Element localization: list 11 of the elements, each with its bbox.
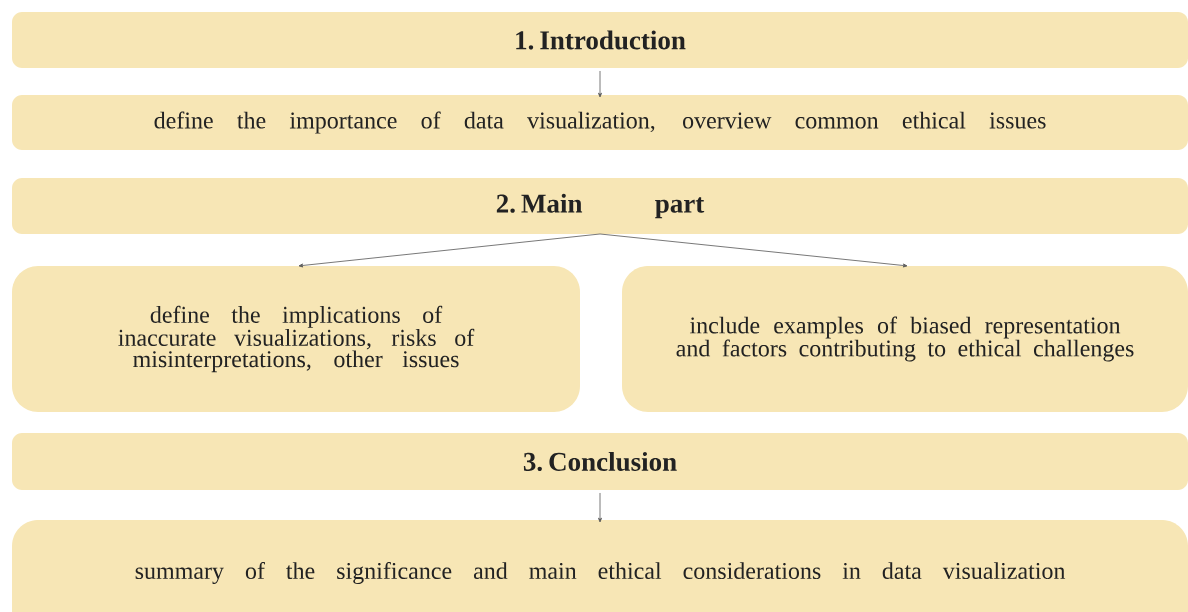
process-box: include examples of biased representation and factors contributing to ethical challenges [622,266,1188,412]
arrow [598,492,602,523]
arrow [298,233,601,268]
process-box: summary of the significance and main ethical considerations in data visualization [12,520,1188,612]
heading-band: 2. Main part [12,178,1188,234]
arrow [599,233,908,268]
arrow [598,70,602,98]
process-box: define the importance of data visualization, overview common ethical issues [12,95,1188,150]
heading-band: 3. Conclusion [12,433,1188,490]
heading-band: 1. Introduction [12,12,1188,68]
process-box: define the implications of inaccurate visualizations, risks of misinterpretations, other issues [12,266,580,412]
